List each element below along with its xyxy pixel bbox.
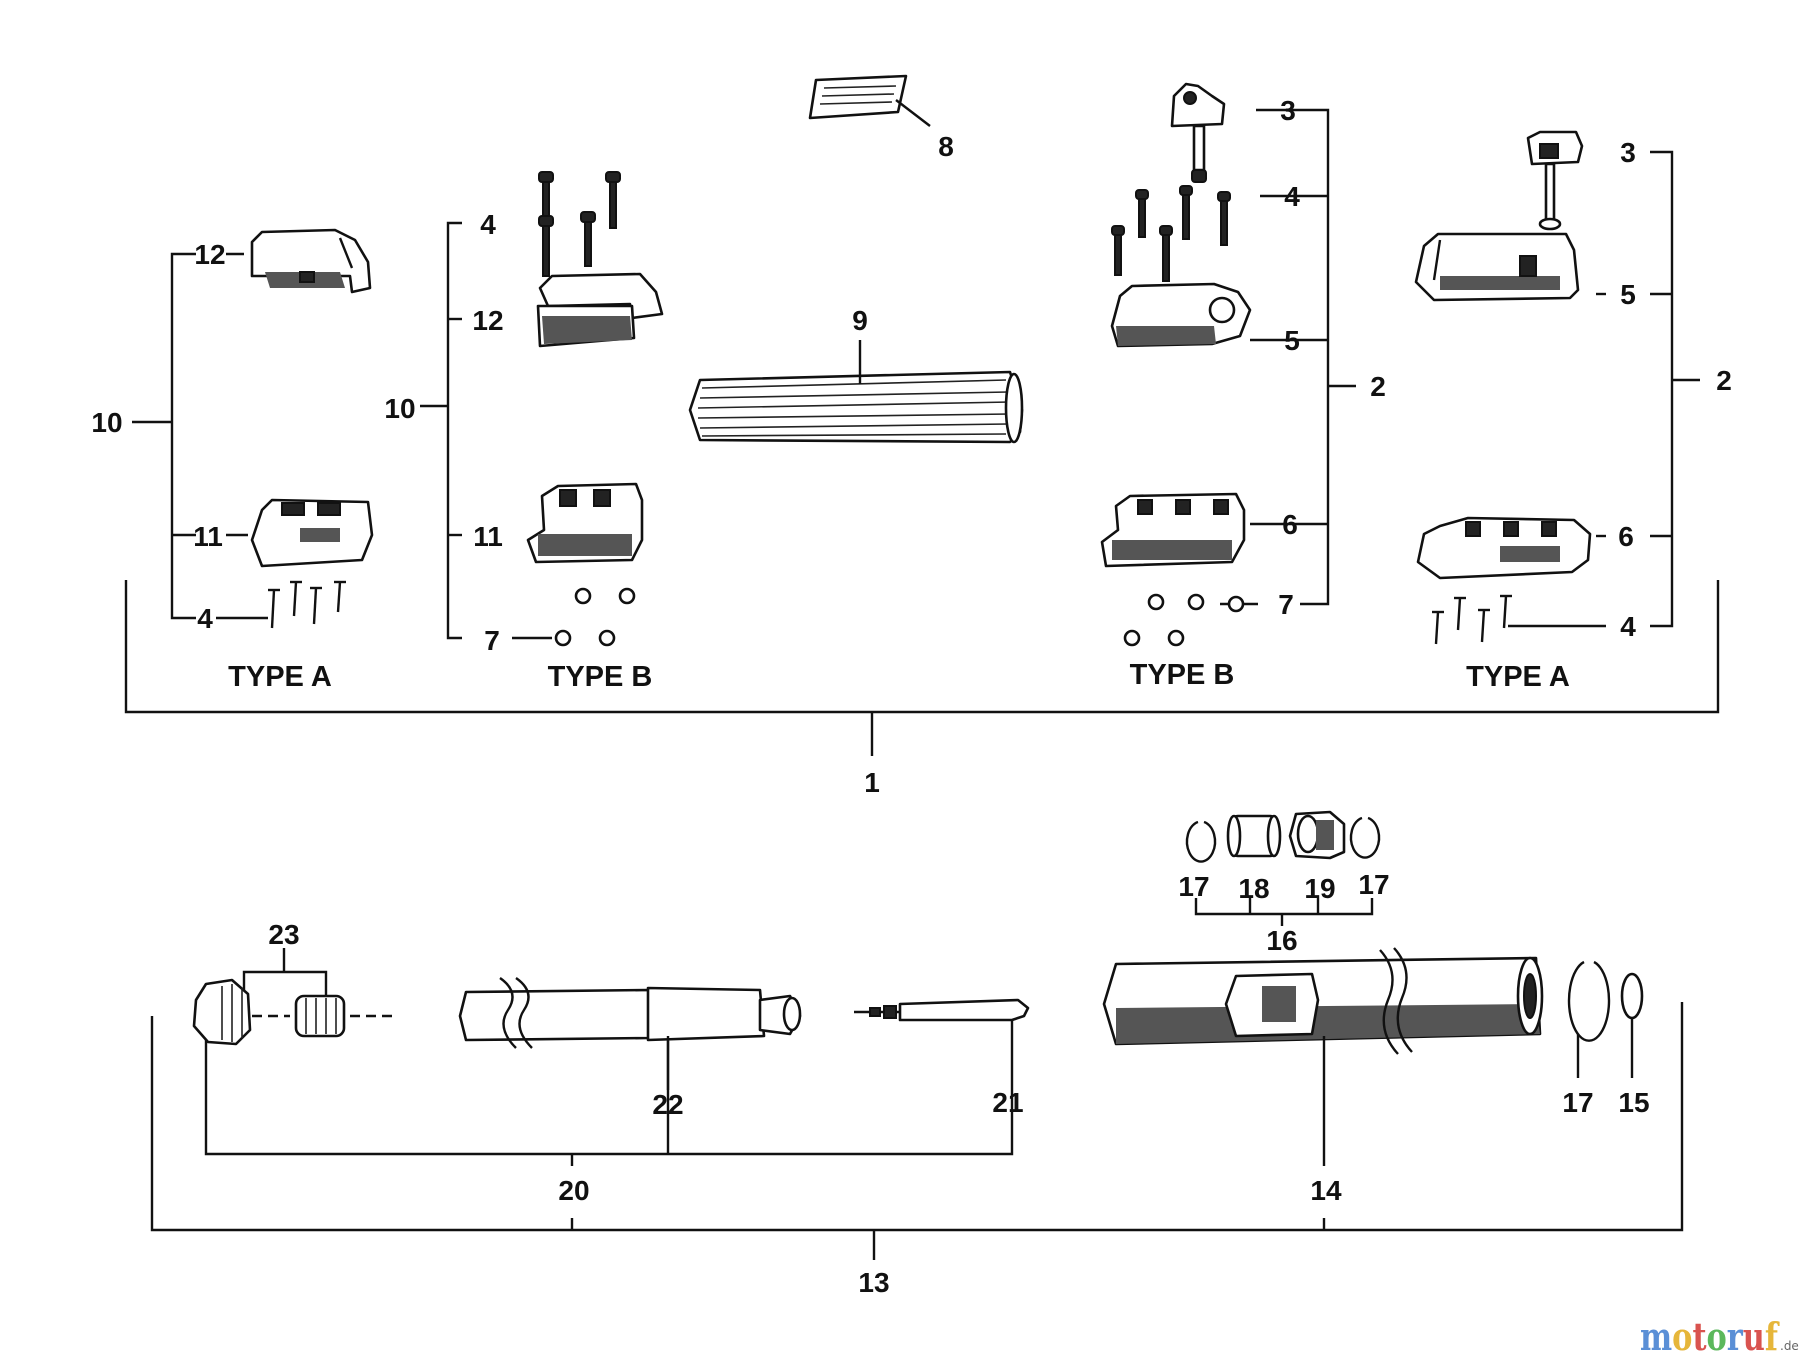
label-7-right-type-b: 7 [1278,589,1294,620]
label-20: 20 [558,1175,589,1206]
label-19: 19 [1304,873,1335,904]
foam-grip-part-9 [688,340,1024,444]
bolts-right-type-b [1111,185,1231,282]
bolts-type-b [538,171,621,277]
label-2-type-b: 2 [1370,371,1386,402]
watermark-logo: motoruf .de [1640,1314,1799,1359]
label-5-type-a: 5 [1620,279,1636,310]
type-a-label-left: TYPE A [228,661,332,693]
label-21: 21 [992,1087,1023,1118]
label-7-type-b: 7 [484,625,500,656]
base-type-b-right [1100,492,1246,568]
nuts-right-type-b [1123,593,1245,647]
bracket-16 [1194,898,1374,926]
drive-shaft-part-21 [854,998,1030,1034]
label-17-c: 17 [1562,1087,1593,1118]
upper-tube-part-14 [1102,947,1544,1055]
label-10-type-b: 10 [384,393,415,424]
label-9: 9 [852,305,868,336]
decal-part-8 [808,74,931,127]
retaining-ring-17-c [1567,960,1611,1042]
type-b-label-right: TYPE B [1130,659,1235,691]
switch-type-a [1526,130,1584,231]
label-6-type-b: 6 [1282,509,1298,540]
washer-part-15 [1620,972,1644,1020]
type-a-label-right: TYPE A [1466,661,1570,693]
bracket-assembly-1 [124,580,1720,756]
label-13: 13 [858,1267,889,1298]
label-15: 15 [1618,1087,1649,1118]
label-3-type-b: 3 [1280,95,1296,126]
lower-housing-type-a [250,498,374,568]
label-8: 8 [938,131,954,162]
label-4-left: 4 [197,603,213,634]
bracket-10-type-a [132,252,268,620]
label-17-a: 17 [1178,871,1209,902]
base-type-b [526,482,644,564]
svg-text:motoruf: motoruf [1640,1314,1780,1359]
label-22: 22 [652,1089,683,1120]
watermark-suffix: .de [1780,1339,1799,1353]
collet-part-23 [192,978,392,1046]
cap-type-b [536,272,664,348]
bracket-2-type-b [1220,108,1356,606]
label-23: 23 [268,919,299,950]
bracket-23 [242,948,328,1000]
label-18: 18 [1238,873,1269,904]
label-4-type-a-right: 4 [1620,611,1636,642]
label-3-type-a: 3 [1620,137,1636,168]
label-5-type-b: 5 [1284,325,1300,356]
bracket-2-type-a [1508,150,1700,628]
bracket-20 [204,1030,1014,1166]
bracket-10-type-b [420,221,552,640]
switch-type-b [1170,82,1226,183]
label-12-type-b: 12 [472,305,503,336]
retaining-ring-17-b [1349,816,1381,859]
bracket-assembly-13 [150,1002,1684,1260]
label-14: 14 [1310,1175,1342,1206]
coupler-part-19 [1288,810,1346,860]
label-10-left: 10 [91,407,122,438]
top-cover-type-a [1414,232,1580,302]
top-cover-type-b [1110,282,1252,348]
nuts-type-b [554,587,636,647]
label-11-type-b: 11 [473,521,503,552]
lower-tube-part-22 [458,977,802,1049]
label-12-left: 12 [194,239,225,270]
label-17-b: 17 [1358,869,1389,900]
label-6-type-a: 6 [1618,521,1634,552]
type-b-label-left: TYPE B [548,661,653,693]
label-11-left: 11 [193,521,223,552]
base-type-a [1416,516,1592,580]
label-16: 16 [1266,925,1297,956]
label-4-type-b: 4 [480,209,496,240]
bushing-part-18 [1226,814,1282,858]
retaining-ring-17-a [1185,820,1217,863]
label-2-type-a: 2 [1716,365,1732,396]
label-4-right-type-b: 4 [1284,181,1300,212]
screws-type-a-right [1432,594,1512,645]
screws-type-a [268,580,346,629]
label-1: 1 [864,767,880,798]
upper-housing-type-a [250,228,372,294]
